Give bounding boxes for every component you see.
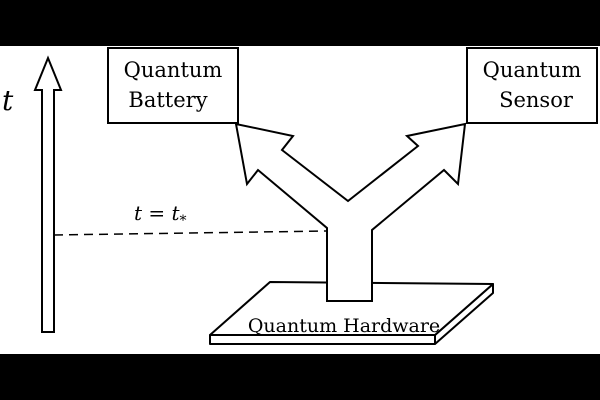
quantum-battery-line1: Quantum <box>124 58 223 82</box>
quantum-hardware-label: Quantum Hardware <box>248 315 440 337</box>
quantum-sensor-line1: Quantum <box>483 58 582 82</box>
quantum-sensor-frame <box>466 47 598 124</box>
quantum-sensor-box: Quantum Sensor <box>466 47 598 124</box>
time-marker-label-subscript: * <box>180 213 187 229</box>
up-arrow-icon <box>33 55 63 333</box>
quantum-battery-line2: Battery <box>128 88 207 112</box>
dashed-marker-line <box>53 230 329 236</box>
time-axis-label: t <box>2 84 14 117</box>
hardware-slab-top <box>209 281 494 336</box>
quantum-battery-box: Quantum Battery <box>107 47 239 124</box>
quantum-battery-frame <box>107 47 239 124</box>
quantum-hardware-slab <box>209 281 494 345</box>
time-marker: t = t* <box>53 201 329 236</box>
y-fork-arrow-icon <box>234 122 467 302</box>
quantum-sensor-line2: Sensor <box>499 88 574 112</box>
time-marker-label: t = t* <box>134 201 187 229</box>
time-marker-label-main: t = t <box>134 201 181 225</box>
time-axis: t <box>2 55 63 333</box>
